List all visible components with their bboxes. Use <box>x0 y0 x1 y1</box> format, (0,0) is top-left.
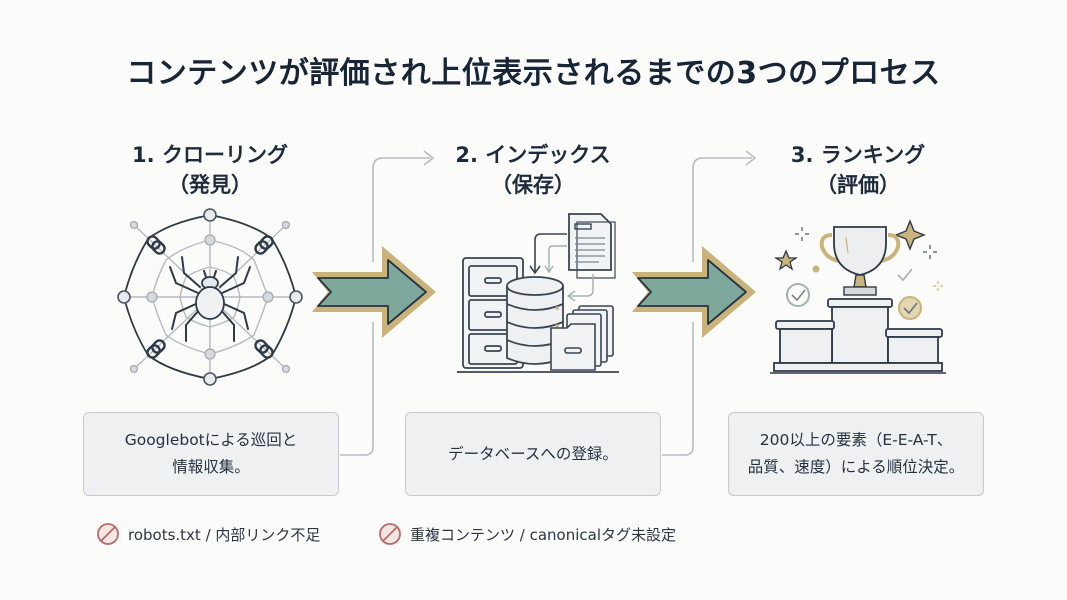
trophy-podium-icon <box>770 219 946 374</box>
step-2-description-box: データベースへの登録。 <box>405 412 661 496</box>
check-circle-gold-icon <box>898 296 922 320</box>
step-3-title-main: 3. ランキング <box>790 143 926 167</box>
prohibited-icon <box>379 523 401 545</box>
check-icon <box>897 268 913 282</box>
star-icon <box>773 249 799 271</box>
database-storage-icon <box>457 213 619 373</box>
process-arrow-2 <box>632 246 756 338</box>
step-1-warning: robots.txt / 内部リンク不足 <box>96 522 320 546</box>
sparkle-icons <box>795 227 937 259</box>
step-3-description-box: 200以上の要素（E-E-A-T、 品質、速度）による順位決定。 <box>728 412 984 496</box>
podium-icon <box>773 298 943 372</box>
step-2-description: データベースへの登録。 <box>448 444 618 463</box>
page-title: コンテンツが評価され上位表示されるまでの3つのプロセス <box>126 56 941 91</box>
check-circle-icon <box>786 283 810 307</box>
folder-stack-icon <box>550 305 614 371</box>
step-2-title-sub: （保存） <box>491 173 575 197</box>
step-2-warning-text: 重複コンテンツ / canonicalタグ未設定 <box>410 525 676 544</box>
step-1-description-box: Googlebotによる巡回と 情報収集。 <box>83 412 339 496</box>
step-2-title: 2. インデックス （保存） <box>403 140 663 200</box>
document-icon <box>568 213 616 279</box>
trophy-icon <box>819 226 901 296</box>
step-3-title-sub: （評価） <box>816 173 900 197</box>
step-3-description: 200以上の要素（E-E-A-T、 品質、速度）による順位決定。 <box>747 431 965 476</box>
step-1-warning-text: robots.txt / 内部リンク不足 <box>128 525 321 544</box>
spider-web-icon <box>117 208 303 386</box>
step-3-title: 3. ランキング （評価） <box>728 140 988 200</box>
connector-arrowhead-1 <box>423 150 435 166</box>
step-2-warning: 重複コンテンツ / canonicalタグ未設定 <box>378 522 676 546</box>
prohibited-icon <box>97 523 119 545</box>
spider-icon <box>169 256 251 342</box>
process-arrow-1 <box>312 246 436 338</box>
step-1-title: 1. クローリング （発見） <box>80 140 340 200</box>
step-2-title-main: 2. インデックス <box>455 143 611 167</box>
connector-arrowhead-2 <box>745 150 757 166</box>
step-1-title-sub: （発見） <box>168 173 252 197</box>
database-icon <box>506 276 564 365</box>
step-1-title-main: 1. クローリング <box>132 143 288 167</box>
step-1-description: Googlebotによる巡回と 情報収集。 <box>124 431 298 476</box>
